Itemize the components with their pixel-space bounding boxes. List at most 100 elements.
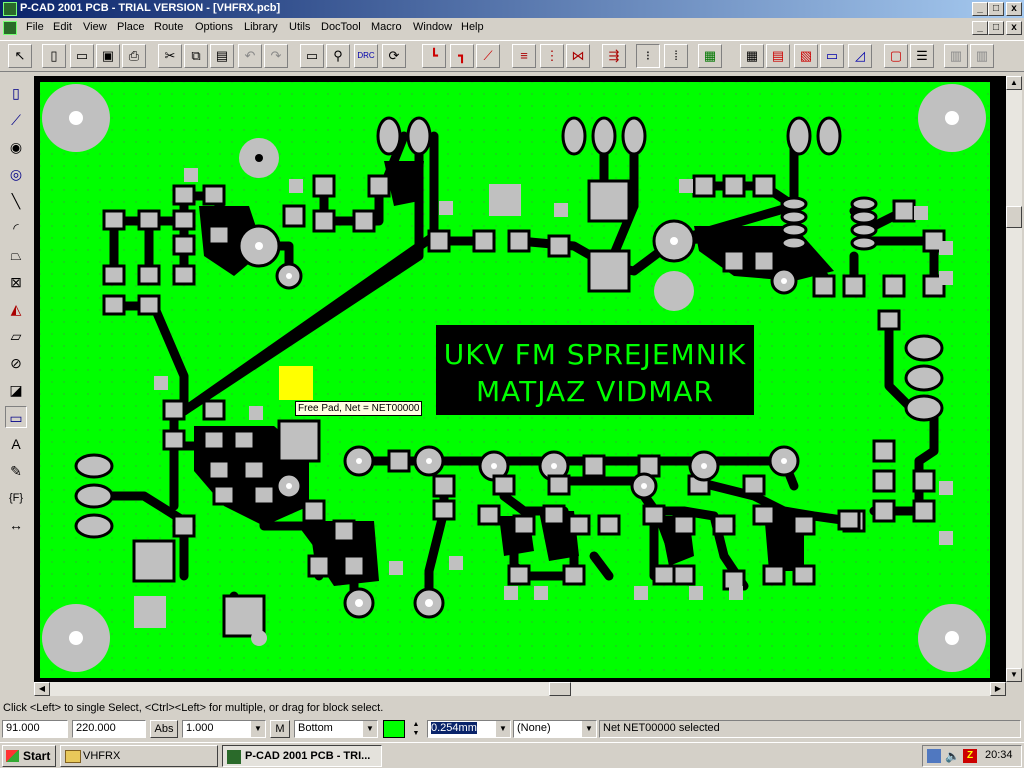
document-icon[interactable] [3,21,17,35]
scroll-up-icon[interactable]: ▲ [1006,76,1022,90]
place-dimension-icon[interactable]: ↔ [9,517,23,533]
board-outline-icon[interactable]: ▢ [884,44,908,68]
doc-restore-button[interactable]: □ [988,21,1004,35]
paste-icon[interactable]: ▤ [210,44,234,68]
task-vhfrx[interactable]: VHFRX [60,745,218,767]
menu-utils[interactable]: Utils [289,21,311,33]
task-pcad[interactable]: P-CAD 2001 PCB - TRI... [222,745,382,767]
route-bus-icon[interactable]: ≡ [512,44,536,68]
board-author-text[interactable]: MATJAZ VIDMAR [476,375,714,408]
place-keepout-icon[interactable]: ⊘ [10,355,22,371]
menu-route[interactable]: Route [154,21,184,33]
print-icon[interactable]: ⎙ [122,44,146,68]
vertical-scrollbar[interactable]: ▲ ▼ [1006,76,1022,682]
place-field-icon[interactable]: {F} [8,492,24,504]
vertical-scroll-thumb[interactable] [1006,206,1022,228]
layer-select[interactable]: Bottom ▼ [294,720,378,738]
filezilla-icon[interactable]: Z [963,749,977,763]
menu-help[interactable]: Help [461,21,484,33]
selected-free-pad[interactable] [279,366,313,400]
layer-color-swatch[interactable] [383,720,405,738]
cut-icon[interactable]: ✂ [158,44,182,68]
chevron-down-icon[interactable]: ▼ [496,721,510,737]
via-style-icon[interactable]: ▭ [820,44,844,68]
maximize-button[interactable]: □ [988,2,1004,16]
component-icon[interactable]: ▦ [698,44,722,68]
start-button[interactable]: Start [2,745,56,767]
place-arc-icon[interactable]: ◜ [13,220,19,236]
scroll-left-icon[interactable]: ◀ [34,682,50,696]
place-cutout-icon[interactable]: ⊠ [10,274,22,290]
volume-icon[interactable]: 🔈 [945,749,960,763]
place-attribute-icon[interactable]: ✎ [10,463,22,479]
trace-width-select[interactable]: 0.254mm ▼ [427,720,511,738]
route-interactive-icon[interactable]: ┓ [450,44,474,68]
refresh-icon[interactable]: ⟳ [382,44,406,68]
place-copper-pour-icon[interactable]: ◭ [10,301,22,317]
measure-icon[interactable]: ▭ [300,44,324,68]
chevron-down-icon[interactable]: ▼ [582,721,596,737]
pad-style-icon[interactable]: ▧ [794,44,818,68]
save-icon[interactable]: ▣ [96,44,120,68]
layer-spinner[interactable]: ▲▼ [412,721,420,737]
place-polygon-icon[interactable]: ⏢ [10,247,22,263]
x-coordinate-field[interactable]: 91.000 [2,720,68,738]
abs-toggle-button[interactable]: Abs [150,720,178,738]
chevron-down-icon[interactable]: ▼ [251,721,265,737]
place-pad-icon[interactable]: ◉ [9,139,23,155]
menu-doctool[interactable]: DocTool [321,21,361,33]
board-title-text[interactable]: UKV FM SPREJEMNIK [444,338,747,371]
place-via-icon[interactable]: ◎ [9,166,23,182]
zoom-icon[interactable]: ⚲ [326,44,350,68]
route-fanout-icon[interactable]: ⋈ [566,44,590,68]
pcad-app-icon[interactable] [3,2,17,16]
menu-library[interactable]: Library [244,21,278,33]
pattern-icon[interactable]: ◿ [848,44,872,68]
push-trace-icon[interactable]: ⇶ [602,44,626,68]
menu-options[interactable]: Options [195,21,233,33]
grid-select[interactable]: 1.000 ▼ [182,720,266,738]
layers-icon[interactable]: ▤ [766,44,790,68]
drc-icon[interactable]: DRC [354,44,378,68]
y-coordinate-field[interactable]: 220.000 [72,720,146,738]
menu-window[interactable]: Window [413,21,453,33]
library-icon[interactable]: ▥ [944,44,968,68]
place-point-icon[interactable]: ◪ [9,382,23,398]
menu-view[interactable]: View [83,21,107,33]
pcb-board-canvas[interactable]: UKV FM SPREJEMNIK MATJAZ VIDMAR [34,76,1006,682]
horizontal-scroll-thumb[interactable] [549,682,571,696]
select-arrow-icon[interactable]: ↖ [8,44,32,68]
doc-close-button[interactable]: x [1006,21,1022,35]
close-button[interactable]: x [1006,2,1022,16]
highlight-icon[interactable]: ⁞ [664,44,688,68]
doc-minimize-button[interactable]: _ [972,21,988,35]
new-file-icon[interactable]: ▯ [42,44,66,68]
table-icon[interactable]: ▦ [740,44,764,68]
redo-icon[interactable]: ↷ [264,44,288,68]
place-connection-icon[interactable]: ⟋ [11,112,21,128]
route-manual-icon[interactable]: ┗ [422,44,446,68]
net-select[interactable]: (None) ▼ [513,720,597,738]
metric-toggle-button[interactable]: M [270,720,290,738]
horizontal-scrollbar[interactable]: ◀ ▶ [34,682,1006,696]
menu-place[interactable]: Place [117,21,145,33]
network-icon[interactable] [927,749,941,763]
report-icon[interactable]: ☰ [910,44,934,68]
pcb-workspace[interactable]: UKV FM SPREJEMNIK MATJAZ VIDMAR [34,76,1006,682]
place-text-icon[interactable]: A [11,436,21,452]
chevron-down-icon[interactable]: ▼ [363,721,377,737]
scroll-right-icon[interactable]: ▶ [990,682,1006,696]
place-component-icon[interactable]: ▯ [12,85,20,101]
place-line-icon[interactable]: ╲ [11,193,21,209]
menu-file[interactable]: File [26,21,44,33]
copy-icon[interactable]: ⧉ [184,44,208,68]
route-multi-icon[interactable]: ⋮ [540,44,564,68]
menu-macro[interactable]: Macro [371,21,402,33]
scroll-down-icon[interactable]: ▼ [1006,668,1022,682]
gloss-icon[interactable]: ⁝ [636,44,660,68]
place-room-icon[interactable]: ▭ [5,406,27,428]
undo-icon[interactable]: ↶ [238,44,262,68]
menu-edit[interactable]: Edit [53,21,72,33]
open-folder-icon[interactable]: ▭ [70,44,94,68]
place-plane-icon[interactable]: ▱ [10,328,22,344]
